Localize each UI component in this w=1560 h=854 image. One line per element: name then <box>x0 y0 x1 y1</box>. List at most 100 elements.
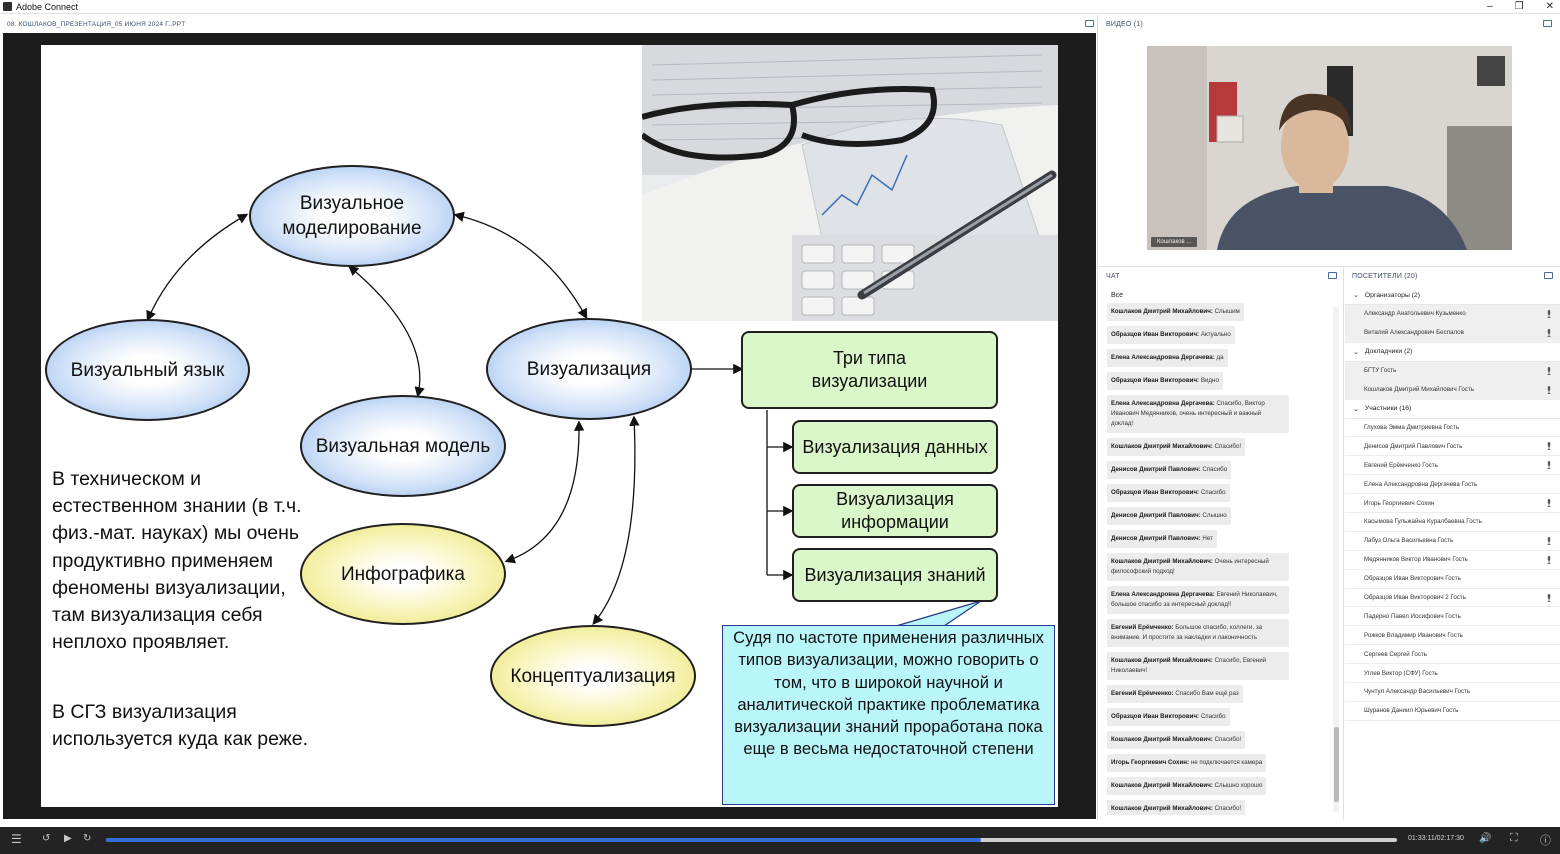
chat-message-text: Слышим <box>1214 308 1240 315</box>
attendee-row[interactable]: Медянников Виктор Иванович Гость <box>1345 551 1560 570</box>
attendee-row[interactable]: Александр Анатольевич Кузьменко <box>1345 305 1560 324</box>
menu-icon[interactable]: ☰ <box>11 832 22 846</box>
close-button[interactable]: ✕ <box>1545 1 1554 12</box>
attendee-group[interactable]: ⌄Участники (16) <box>1345 400 1560 419</box>
attendee-row[interactable]: Кошлаков Дмитрий Михайлович Гость <box>1345 380 1560 400</box>
attendee-row[interactable]: Виталий Александрович Беспалов <box>1345 323 1560 343</box>
chat-message: Кошлаков Дмитрий Михайлович: Спасибо, Ев… <box>1107 652 1289 680</box>
chat-message-author: Кошлаков Дмитрий Михайлович: <box>1111 443 1215 450</box>
info-icon[interactable]: ⓘ <box>1540 835 1551 847</box>
microphone-icon <box>1547 385 1551 394</box>
chevron-down-icon[interactable]: ⌄ <box>1353 405 1359 413</box>
share-pod-title: 08. Кошлаков_презентация_05 июня 2024 г.… <box>7 20 186 28</box>
maximize-icon[interactable] <box>1544 272 1553 279</box>
attendee-row[interactable]: Чунтул Александр Васильевич Гость <box>1345 683 1560 702</box>
chat-message: Кошлаков Дмитрий Михайлович: Очень интер… <box>1107 553 1289 581</box>
forward-icon[interactable]: ↻ <box>83 833 92 844</box>
attendee-row[interactable]: БГТУ Гость <box>1345 361 1560 381</box>
attendee-row[interactable]: Шуранов Даниил Юрьевич Гость <box>1345 702 1560 721</box>
attendee-row[interactable]: Елена Александровна Дергачева Гость <box>1345 475 1560 495</box>
chat-message-author: Кошлаков Дмитрий Михайлович: <box>1111 805 1215 812</box>
microphone-icon <box>1547 366 1551 375</box>
chat-message-text: да <box>1216 354 1224 361</box>
attendees-pod-header: Посетители (20) <box>1345 267 1560 285</box>
chat-filter-dropdown[interactable]: Все <box>1111 292 1124 299</box>
attendee-name: Шуранов Даниил Юрьевич Гость <box>1364 707 1459 715</box>
attendee-name: Виталий Александрович Беспалов <box>1364 329 1464 337</box>
chat-message-author: Кошлаков Дмитрий Михайлович: <box>1111 657 1215 664</box>
maximize-icon[interactable] <box>1543 20 1552 27</box>
attendee-row[interactable]: Образцов Иван Викторович Гость <box>1345 570 1560 589</box>
chat-message: Евгений Ерёмченко: Большое спасибо, колл… <box>1107 619 1289 647</box>
chat-message: Кошлаков Дмитрий Михайлович: Спасибо! <box>1107 438 1246 456</box>
attendee-row[interactable]: Образцов Иван Викторович 2 Гость <box>1345 589 1560 608</box>
chat-message-author: Образцов Иван Викторович: <box>1111 331 1201 338</box>
attendee-name: Падерно Павел Иосифович Гость <box>1364 612 1461 620</box>
attendee-row[interactable]: Сергеев Сергей Гость <box>1345 645 1560 665</box>
rewind-icon[interactable]: ↺ <box>42 833 51 844</box>
attendee-name: Касымова Гульжайна Куралбаевна Гость <box>1364 518 1482 526</box>
chat-message-text: Спасибо, Виктор Иванович Медянников, оче… <box>1111 400 1265 427</box>
webcam-video[interactable]: Кошлаков ... <box>1147 46 1512 250</box>
microphone-icon <box>1547 593 1551 602</box>
chat-pod-header: Чат <box>1099 267 1344 285</box>
attendee-list: ⌄ Организаторы (2) Александр Анатольевич К… <box>1345 286 1560 721</box>
chat-message: Денисов Дмитрий Павлович: Нет <box>1107 530 1217 548</box>
attendee-group-label: Докладчики (2) <box>1364 348 1413 356</box>
chat-message-text: Нет <box>1202 535 1213 542</box>
attendee-name: Елена Александровна Дергачева Гость <box>1364 480 1478 488</box>
attendee-row[interactable]: Глухова Эмма Дмитриевна Гость <box>1345 419 1560 438</box>
chevron-down-icon[interactable]: ⌄ <box>1353 348 1359 356</box>
microphone-icon <box>1547 328 1551 337</box>
chat-scrollbar-thumb[interactable] <box>1334 727 1339 802</box>
attendee-row[interactable]: Касымова Гульжайна Куралбаевна Гость <box>1345 513 1560 532</box>
attendees-pod-title: Посетители (20) <box>1352 272 1418 280</box>
maximize-icon[interactable] <box>1328 272 1337 279</box>
minimize-button[interactable]: – <box>1487 1 1493 12</box>
chat-message-text: Слышно <box>1202 512 1227 519</box>
attendee-group-label: Организаторы (2) <box>1364 291 1421 299</box>
progress-track[interactable] <box>106 838 1397 842</box>
chevron-down-icon[interactable]: ⌄ <box>1353 292 1359 299</box>
attendee-row[interactable]: Евгений Ерёмченко Гость <box>1345 456 1560 476</box>
box-knowledge-visualization: Визуализация знаний <box>792 548 998 602</box>
chat-message-text: Большое спасибо, коллеги, за внимание. И… <box>1111 624 1263 641</box>
attendee-group[interactable]: ⌄ Организаторы (2) <box>1345 286 1560 305</box>
chat-message-text: не подключается камера <box>1190 759 1263 766</box>
maximize-icon[interactable] <box>1085 20 1094 27</box>
attendee-name: Евгений Ерёмченко Гость <box>1364 461 1438 469</box>
chat-message-author: Елена Александровна Дергачева: <box>1111 400 1217 407</box>
chat-message-author: Кошлаков Дмитрий Михайлович: <box>1111 558 1215 565</box>
attendee-name: Александр Анатольевич Кузьменко <box>1364 310 1466 318</box>
chat-message-author: Елена Александровна Дергачева: <box>1111 354 1217 361</box>
attendee-row[interactable]: Рожков Владимир Иванович Гость <box>1345 626 1560 646</box>
chat-message: Денисов Дмитрий Павлович: Слышно <box>1107 507 1231 525</box>
chat-message-author: Образцов Иван Викторович: <box>1111 377 1201 384</box>
slide-callout: Судя по частоте применения различных тип… <box>722 625 1055 805</box>
chat-message-author: Образцов Иван Викторович: <box>1111 489 1201 496</box>
attendee-group[interactable]: ⌄ Докладчики (2) <box>1345 343 1560 362</box>
chat-message-text: Слышно хорошо <box>1214 782 1263 789</box>
ellipse-visual-modeling: Визуальное моделирование <box>249 165 455 267</box>
volume-icon[interactable]: 🔊 <box>1479 833 1492 844</box>
play-icon[interactable]: ▶ <box>64 833 72 844</box>
chat-scrollbar[interactable] <box>1333 307 1339 812</box>
chat-message: Евгений Ерёмченко: Спасибо Вам ещё раз <box>1107 685 1243 703</box>
attendee-row[interactable]: Падерно Павел Иосифович Гость <box>1345 607 1560 627</box>
attendee-row[interactable]: Углев Виктор (СФУ) Гость <box>1345 664 1560 684</box>
attendee-row[interactable]: Игорь Георгиевич Сохин <box>1345 494 1560 514</box>
fullscreen-icon[interactable]: ⛶ <box>1510 832 1518 844</box>
chat-message: Кошлаков Дмитрий Михайлович: Слышим <box>1107 303 1244 321</box>
microphone-icon <box>1547 442 1551 451</box>
restore-button[interactable]: ❐ <box>1514 1 1524 12</box>
chat-message-author: Елена Александровна Дергачева: <box>1111 591 1217 598</box>
chat-message-author: Образцов Иван Викторович: <box>1111 713 1201 720</box>
attendee-row[interactable]: Лабуз Ольга Васильевна Гость <box>1345 532 1560 551</box>
attendee-row[interactable]: Денисов Дмитрий Павлович Гость <box>1345 437 1560 457</box>
chat-message: Игорь Георгиевич Сохин: не подключается … <box>1107 754 1267 772</box>
attendee-name: Игорь Георгиевич Сохин <box>1364 499 1435 507</box>
video-pod-title: Видео (1) <box>1106 20 1143 28</box>
video-pod-header: Видео (1) <box>1099 15 1560 33</box>
chat-message-text: Спасибо! <box>1214 443 1242 450</box>
